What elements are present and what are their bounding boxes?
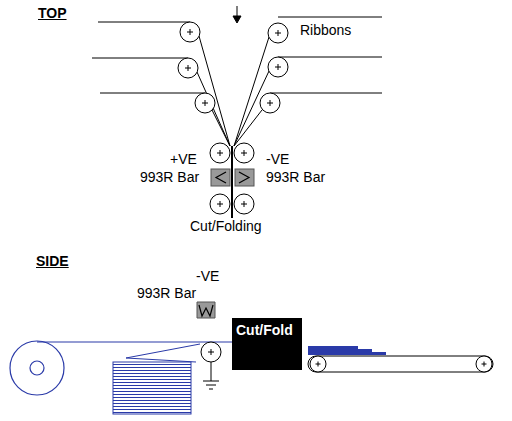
ribbon-lines — [92, 6, 382, 218]
part-label: 993R Bar — [140, 170, 199, 185]
ground-roller — [201, 342, 221, 389]
fold-zigzag — [126, 344, 200, 362]
view-heading: TOP — [38, 6, 67, 21]
part-label: Ribbons — [300, 23, 351, 38]
rollers — [178, 22, 288, 214]
part-label: -VE — [196, 269, 219, 284]
cut-fold-unit: Cut/Fold — [232, 318, 302, 370]
part-label: Cut/Folding — [190, 219, 262, 234]
unit-label: Cut/Fold — [236, 323, 298, 338]
conveyor — [308, 356, 493, 372]
reel — [10, 341, 64, 395]
view-heading: SIDE — [36, 254, 69, 269]
folded-stack — [113, 362, 191, 414]
output-stack — [308, 346, 386, 355]
part-label: -VE — [266, 152, 289, 167]
part-label: +VE — [170, 152, 197, 167]
static-bars — [211, 169, 254, 186]
web-line — [37, 341, 232, 342]
part-label: 993R Bar — [137, 286, 196, 301]
static-bar-side — [197, 302, 215, 318]
part-label: 993R Bar — [266, 170, 325, 185]
